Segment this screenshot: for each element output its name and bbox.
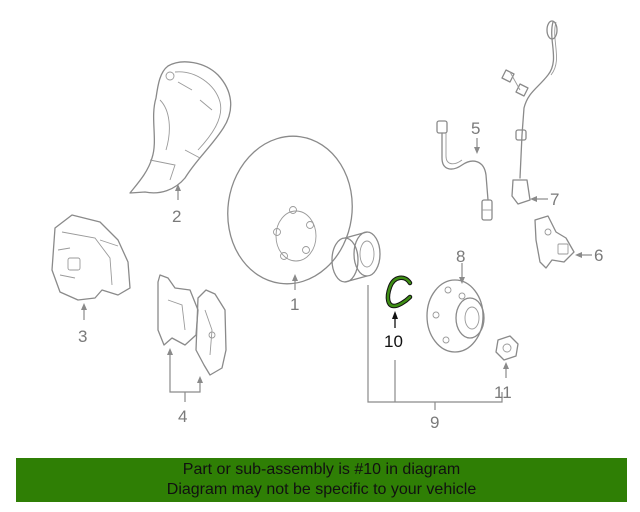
arrow-4a xyxy=(167,348,173,355)
arrow-6 xyxy=(575,252,582,258)
wheel-bearing-part-9[interactable] xyxy=(331,231,381,283)
hub-nut-part-11[interactable] xyxy=(495,335,519,361)
callout-5[interactable]: 5 xyxy=(471,119,480,138)
leader-9 xyxy=(367,285,503,410)
arrow-3 xyxy=(81,303,87,310)
arrow-10 xyxy=(392,311,398,319)
callout-8[interactable]: 8 xyxy=(456,247,465,266)
arrow-5 xyxy=(474,147,480,154)
parts-diagram: 2 1 3 4 9 xyxy=(51,20,603,432)
brake-rotor-part-1[interactable] xyxy=(218,128,361,292)
callout-4[interactable]: 4 xyxy=(178,407,187,426)
arrow-1 xyxy=(292,274,298,281)
wheel-hub-part-8[interactable] xyxy=(426,279,485,353)
brake-pads-part-4[interactable] xyxy=(157,274,227,376)
arrow-8 xyxy=(459,277,465,284)
banner-line-1: Part or sub-assembly is #10 in diagram xyxy=(182,461,461,478)
leader-4 xyxy=(169,352,201,402)
callout-3[interactable]: 3 xyxy=(78,327,87,346)
callout-1[interactable]: 1 xyxy=(290,295,299,314)
callout-9[interactable]: 9 xyxy=(430,413,439,432)
brake-hose-part-5[interactable] xyxy=(436,120,493,221)
info-banner: Part or sub-assembly is #10 in diagram D… xyxy=(16,458,627,502)
callout-10[interactable]: 10 xyxy=(384,332,403,351)
callout-11[interactable]: 11 xyxy=(494,383,512,402)
banner-line-2: Diagram may not be specific to your vehi… xyxy=(166,481,477,498)
abs-sensor-part-6[interactable] xyxy=(534,215,575,269)
arrow-4b xyxy=(197,376,203,383)
abs-sensor-wire-part-7[interactable] xyxy=(501,20,558,205)
brake-caliper-part-3[interactable] xyxy=(51,214,131,301)
callout-2[interactable]: 2 xyxy=(172,207,181,226)
arrow-11 xyxy=(503,362,509,369)
arrow-7 xyxy=(530,196,537,202)
arrow-2 xyxy=(175,184,181,191)
snap-ring-part-10[interactable] xyxy=(385,275,413,309)
callout-7[interactable]: 7 xyxy=(550,190,559,209)
splash-shield-part-2[interactable] xyxy=(129,61,232,194)
callout-6[interactable]: 6 xyxy=(594,246,603,265)
